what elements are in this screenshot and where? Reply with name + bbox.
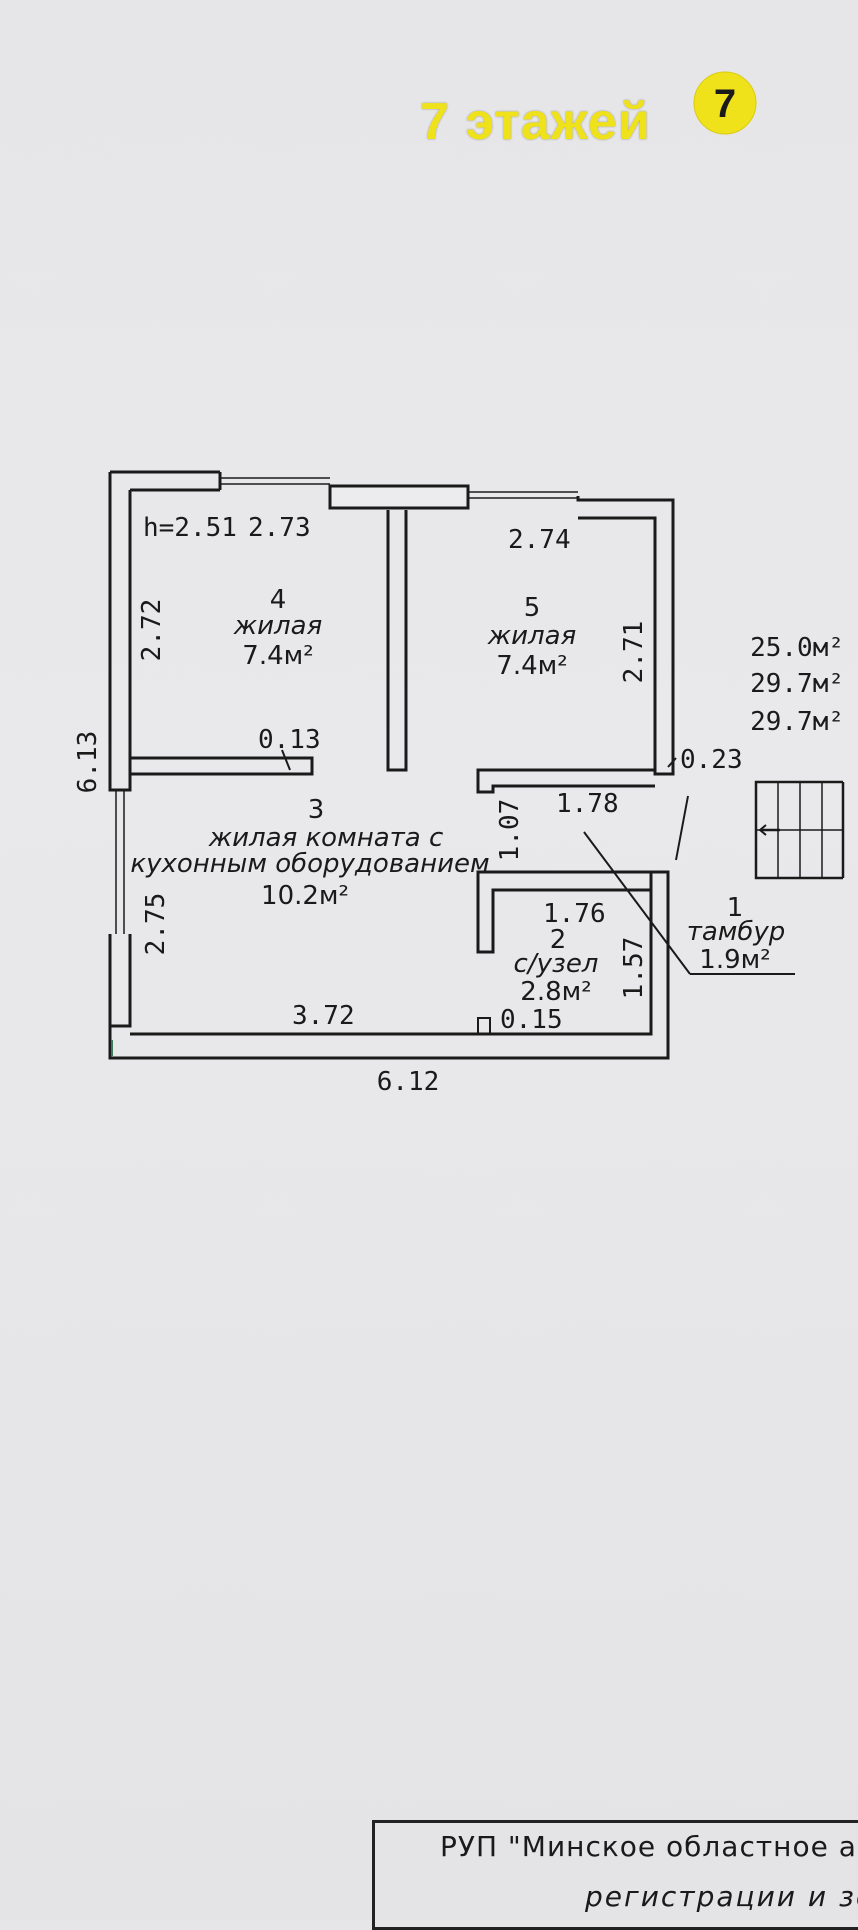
dim-0-13: 0.13 [258, 725, 321, 755]
watermark-text: 7 этажей [420, 93, 651, 151]
dim-0-15: 0.15 [500, 1005, 563, 1035]
leader-line [583, 831, 691, 975]
dim-3-72: 3.72 [292, 1001, 355, 1031]
dim-1-57: 1.57 [619, 937, 649, 1000]
shaft-mark [477, 1017, 491, 1035]
ceiling-height-label: h=2.51 [143, 513, 237, 543]
dim-2-74: 2.74 [508, 525, 571, 555]
room-5-area: 7.4м² [496, 651, 567, 681]
wall-bottom [108, 870, 670, 1060]
total-area-1: 25.0м² [750, 633, 844, 663]
room-5-name: жилая [487, 621, 577, 651]
room-1-name: тамбур [687, 917, 786, 947]
room-2-name: с/узел [514, 949, 599, 979]
brand-logo-icon: 7 [693, 71, 757, 135]
dim-2-71: 2.71 [619, 621, 649, 684]
room-5-number: 5 [524, 593, 541, 623]
wall-right-upper [576, 496, 675, 776]
total-area-2: 29.7м² [750, 669, 844, 699]
total-area-3: 29.7м² [750, 707, 844, 737]
room-3-number: 3 [308, 795, 325, 825]
room-1-area: 1.9м² [699, 945, 770, 975]
stamp-line-1: РУП "Минское областное аге [440, 1830, 858, 1863]
stamp-line-2: регистрации и зем [585, 1880, 858, 1913]
dim-2-73: 2.73 [248, 513, 311, 543]
partition-corridor [476, 768, 655, 794]
dim-1-76: 1.76 [543, 899, 606, 929]
room-4-name: жилая [233, 611, 323, 641]
room-4-area: 7.4м² [242, 641, 313, 671]
room-1-number: 1 [727, 893, 744, 923]
dim-1-07: 1.07 [495, 799, 525, 862]
dim-6-13: 6.13 [73, 731, 103, 794]
dim-2-75: 2.75 [141, 893, 171, 956]
wall-left-lower [108, 934, 132, 1028]
door-line [675, 795, 689, 861]
room-2-area: 2.8м² [520, 977, 591, 1007]
dim-1-78: 1.78 [556, 789, 619, 819]
wall-segment-top [328, 484, 470, 510]
room-3-name-line2: кухонным оборудованием [130, 849, 489, 879]
partition-0-13 [130, 756, 314, 776]
room-4-number: 4 [270, 585, 287, 615]
room-3-name-line1: жилая комната с [208, 823, 444, 853]
logo-glyph: 7 [714, 82, 736, 126]
partition-bathroom [476, 870, 651, 954]
partition-vertical [386, 510, 408, 772]
dim-2-72: 2.72 [137, 599, 167, 662]
dim-6-12: 6.12 [377, 1067, 440, 1097]
dim-0-23: 0.23 [680, 745, 743, 775]
wall-left-upper [108, 472, 132, 792]
room-2-number: 2 [550, 925, 567, 955]
room-3-area: 10.2м² [261, 881, 349, 911]
